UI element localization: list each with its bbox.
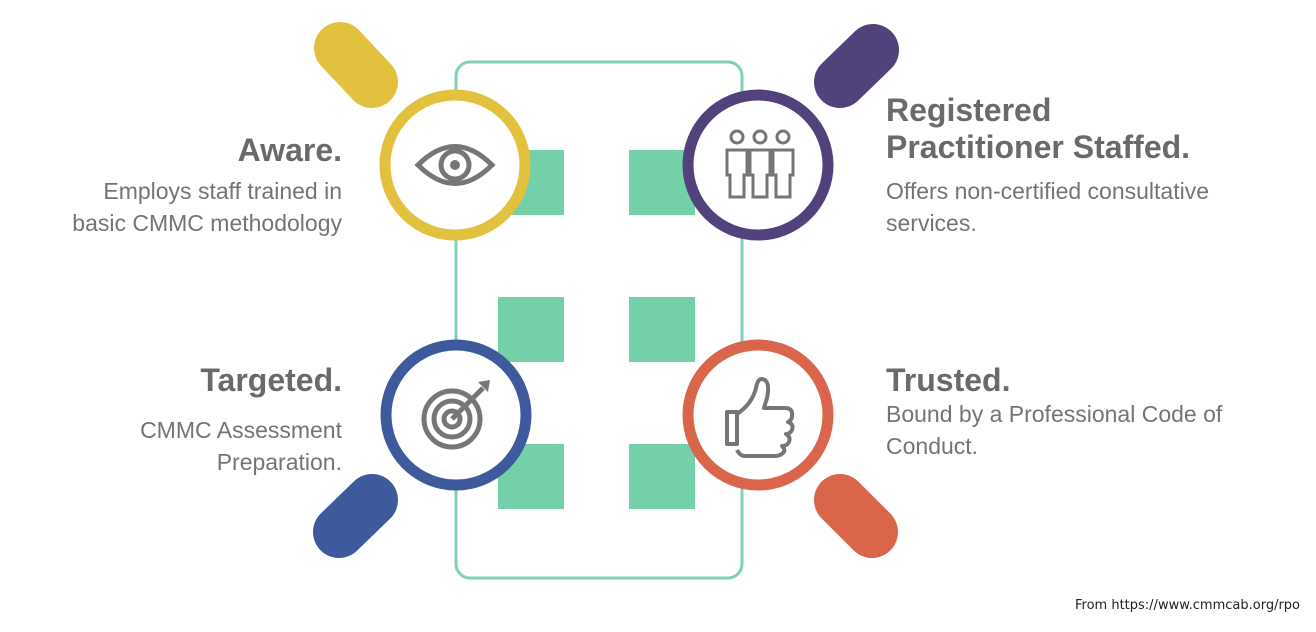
registered-title-line-1: Registered [886, 92, 1052, 128]
registered-description-line-1: Offers non-certified consultative [886, 178, 1210, 204]
aware-description-line-1: Employs staff trained in [103, 178, 342, 204]
green-square [629, 297, 695, 362]
trusted-title: Trusted. [886, 362, 1011, 398]
aware-description-line-2: basic CMMC methodology [72, 210, 342, 236]
registered-description-line-2: services. [886, 210, 977, 236]
source-caption: From https://www.cmmcab.org/rpo [1075, 598, 1300, 613]
aware-description: Employs staff trained in basic CMMC meth… [20, 175, 342, 239]
registered-description: Offers non-certified consultative servic… [886, 175, 1306, 239]
targeted-description: CMMC Assessment Preparation. [20, 414, 342, 478]
targeted-title: Targeted. [200, 362, 342, 398]
trusted-description: Bound by a Professional Code of Conduct. [886, 398, 1306, 462]
aware-handle [314, 22, 398, 108]
trusted-description-line-1: Bound by a Professional Code of [886, 401, 1223, 427]
trusted-description-line-2: Conduct. [886, 433, 979, 459]
target-icon [421, 380, 490, 450]
thumbs-up-icon [725, 377, 795, 458]
eye-icon [414, 144, 496, 186]
green-square [629, 444, 695, 509]
targeted-handle [313, 474, 398, 558]
green-squares [498, 150, 695, 509]
targeted-description-line-1: CMMC Assessment [140, 417, 342, 443]
aware-title: Aware. [237, 132, 342, 168]
green-square [498, 297, 564, 362]
trusted-handle [814, 474, 898, 558]
registered-handle [814, 24, 899, 108]
trusted-lens [682, 339, 834, 491]
center-frame [454, 60, 744, 580]
registered-title-line-2: Practitioner Staffed. [886, 129, 1191, 165]
registered-title: Registered Practitioner Staffed. [886, 92, 1190, 166]
targeted-description-line-2: Preparation. [216, 449, 342, 475]
team-icon [725, 129, 795, 199]
registered-lens [682, 89, 834, 241]
